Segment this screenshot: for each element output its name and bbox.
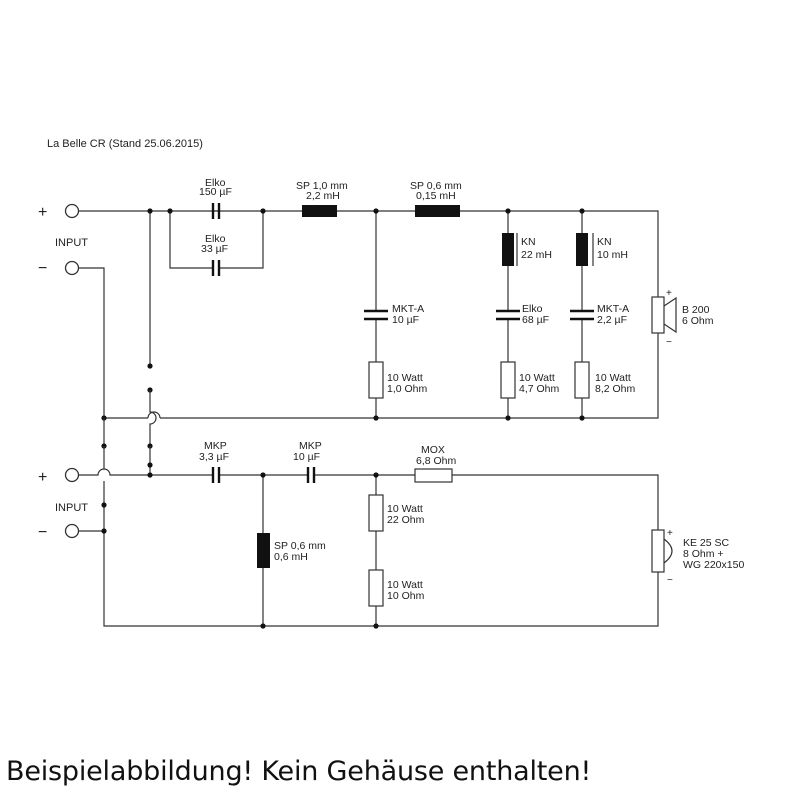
svg-text:68 µF: 68 µF: [522, 314, 549, 326]
resistor-10ohm: 10 Watt 10 Ohm: [368, 569, 425, 607]
capacitor-elko-150uf: Elko 150 µF: [199, 177, 232, 219]
svg-text:SP 0,6 mm: SP 0,6 mm: [410, 180, 462, 192]
svg-text:KN: KN: [521, 236, 536, 248]
svg-text:8 Ohm +: 8 Ohm +: [683, 548, 724, 560]
svg-text:4,7 Ohm: 4,7 Ohm: [519, 383, 560, 395]
lower-minus-terminal: [64, 523, 80, 539]
svg-text:33 µF: 33 µF: [201, 243, 228, 255]
svg-text:10 Watt: 10 Watt: [387, 579, 423, 591]
svg-text:8,2 Ohm: 8,2 Ohm: [595, 383, 636, 395]
lower-plus-sign: +: [38, 469, 47, 486]
svg-text:MKT-A: MKT-A: [392, 303, 424, 315]
svg-text:10 mH: 10 mH: [597, 249, 628, 261]
svg-text:6,8 Ohm: 6,8 Ohm: [416, 455, 457, 467]
capacitor-mkp-10uf: MKP 10 µF: [293, 440, 322, 483]
svg-text:10 Watt: 10 Watt: [595, 372, 631, 384]
svg-text:MKP: MKP: [299, 440, 322, 452]
svg-text:Elko: Elko: [522, 303, 543, 315]
upper-plus-terminal: [64, 203, 80, 219]
lower-junctions: [101, 462, 379, 629]
svg-text:10 Watt: 10 Watt: [387, 503, 423, 515]
inductor-sp-0-6mh: SP 0,6 mm 0,6 mH: [257, 533, 326, 568]
svg-text:SP 1,0 mm: SP 1,0 mm: [296, 180, 348, 192]
upper-plus-sign: +: [38, 204, 47, 221]
inductor-kn-22mh: KN 22 mH: [502, 233, 552, 266]
svg-text:+: +: [667, 528, 673, 539]
svg-text:3,3 µF: 3,3 µF: [199, 451, 229, 463]
svg-text:B 200: B 200: [682, 304, 710, 316]
upper-minus-sign: −: [38, 260, 47, 277]
resistor-mox-6-8ohm: MOX 6,8 Ohm: [414, 444, 457, 483]
upper-crossover: + INPUT − Elko 150 µF Elko: [38, 177, 714, 421]
svg-text:0,6 mH: 0,6 mH: [274, 551, 308, 563]
lower-input-label: INPUT: [55, 502, 88, 514]
svg-text:10 Ohm: 10 Ohm: [387, 590, 425, 602]
capacitor-mkt-10uf: MKT-A 10 µF: [364, 303, 424, 326]
svg-text:22 mH: 22 mH: [521, 249, 552, 261]
woofer-speaker-icon: + − B 200 6 Ohm: [651, 288, 714, 348]
diagram-title: La Belle CR (Stand 25.06.2015): [47, 138, 203, 150]
capacitor-mkp-3-3uf: MKP 3,3 µF: [199, 440, 229, 483]
svg-text:150 µF: 150 µF: [199, 186, 232, 198]
upper-top-wire: [78, 210, 659, 297]
svg-text:−: −: [667, 575, 673, 586]
svg-text:0,15 mH: 0,15 mH: [416, 190, 456, 202]
svg-text:MKT-A: MKT-A: [597, 303, 629, 315]
svg-text:MKP: MKP: [204, 440, 227, 452]
upper-junctions: [101, 208, 585, 421]
svg-text:MOX: MOX: [421, 444, 445, 456]
disclaimer-caption: Beispielabbildung! Kein Gehäuse enthalte…: [6, 756, 592, 787]
upper-input-label: INPUT: [55, 237, 88, 249]
inductor-kn-10mh: KN 10 mH: [576, 233, 628, 266]
svg-text:Elko: Elko: [205, 177, 226, 189]
upper-bottom-wire: [104, 333, 659, 419]
svg-text:WG 220x150: WG 220x150: [683, 559, 744, 571]
svg-text:10 Watt: 10 Watt: [519, 372, 555, 384]
resistor-4-7ohm: 10 Watt 4,7 Ohm: [500, 361, 560, 399]
svg-text:−: −: [666, 337, 672, 348]
section-bridge-wiring: [101, 390, 157, 449]
lower-plus-wire: [78, 468, 213, 476]
svg-text:1,0 Ohm: 1,0 Ohm: [387, 383, 428, 395]
lower-plus-terminal: [64, 467, 80, 483]
lower-crossover: + INPUT − MKP 3,3 µF MKP 10 µF: [38, 440, 744, 629]
svg-text:KN: KN: [597, 236, 612, 248]
svg-text:SP 0,6 mm: SP 0,6 mm: [274, 540, 326, 552]
capacitor-elko-33uf: Elko 33 µF: [201, 233, 228, 276]
upper-input: + INPUT −: [38, 203, 88, 277]
upper-wire-crossover: [147, 411, 161, 419]
lower-top-wire: [219, 474, 659, 530]
svg-text:KE 25 SC: KE 25 SC: [683, 537, 730, 549]
upper-minus-terminal: [64, 260, 80, 276]
svg-text:10 µF: 10 µF: [293, 451, 320, 463]
inductor-0-15mh: SP 0,6 mm 0,15 mH: [410, 180, 462, 217]
capacitor-elko-68uf: Elko 68 µF: [496, 303, 549, 326]
svg-text:Elko: Elko: [205, 233, 226, 245]
lower-minus-sign: −: [38, 524, 47, 541]
svg-text:22 Ohm: 22 Ohm: [387, 514, 425, 526]
svg-text:2,2 mH: 2,2 mH: [306, 190, 340, 202]
svg-text:+: +: [666, 288, 672, 299]
upper-parallel-wire: [169, 211, 264, 269]
resistor-1-0ohm: 10 Watt 1,0 Ohm: [368, 361, 428, 399]
svg-text:10 Watt: 10 Watt: [387, 372, 423, 384]
resistor-8-2ohm: 10 Watt 8,2 Ohm: [574, 361, 636, 399]
resistor-22ohm: 10 Watt 22 Ohm: [368, 494, 425, 532]
lower-input: + INPUT −: [38, 467, 88, 541]
svg-text:10 µF: 10 µF: [392, 314, 419, 326]
inductor-2-2mh: SP 1,0 mm 2,2 mH: [296, 180, 348, 217]
svg-text:6 Ohm: 6 Ohm: [682, 315, 714, 327]
capacitor-mkt-2-2uf: MKT-A 2,2 µF: [570, 303, 629, 326]
svg-text:2,2 µF: 2,2 µF: [597, 314, 627, 326]
lower-bottom-wire: [78, 530, 659, 627]
upper-minus-wire: [78, 267, 105, 418]
tweeter-speaker-icon: + − KE 25 SC 8 Ohm + WG 220x150: [651, 528, 744, 586]
